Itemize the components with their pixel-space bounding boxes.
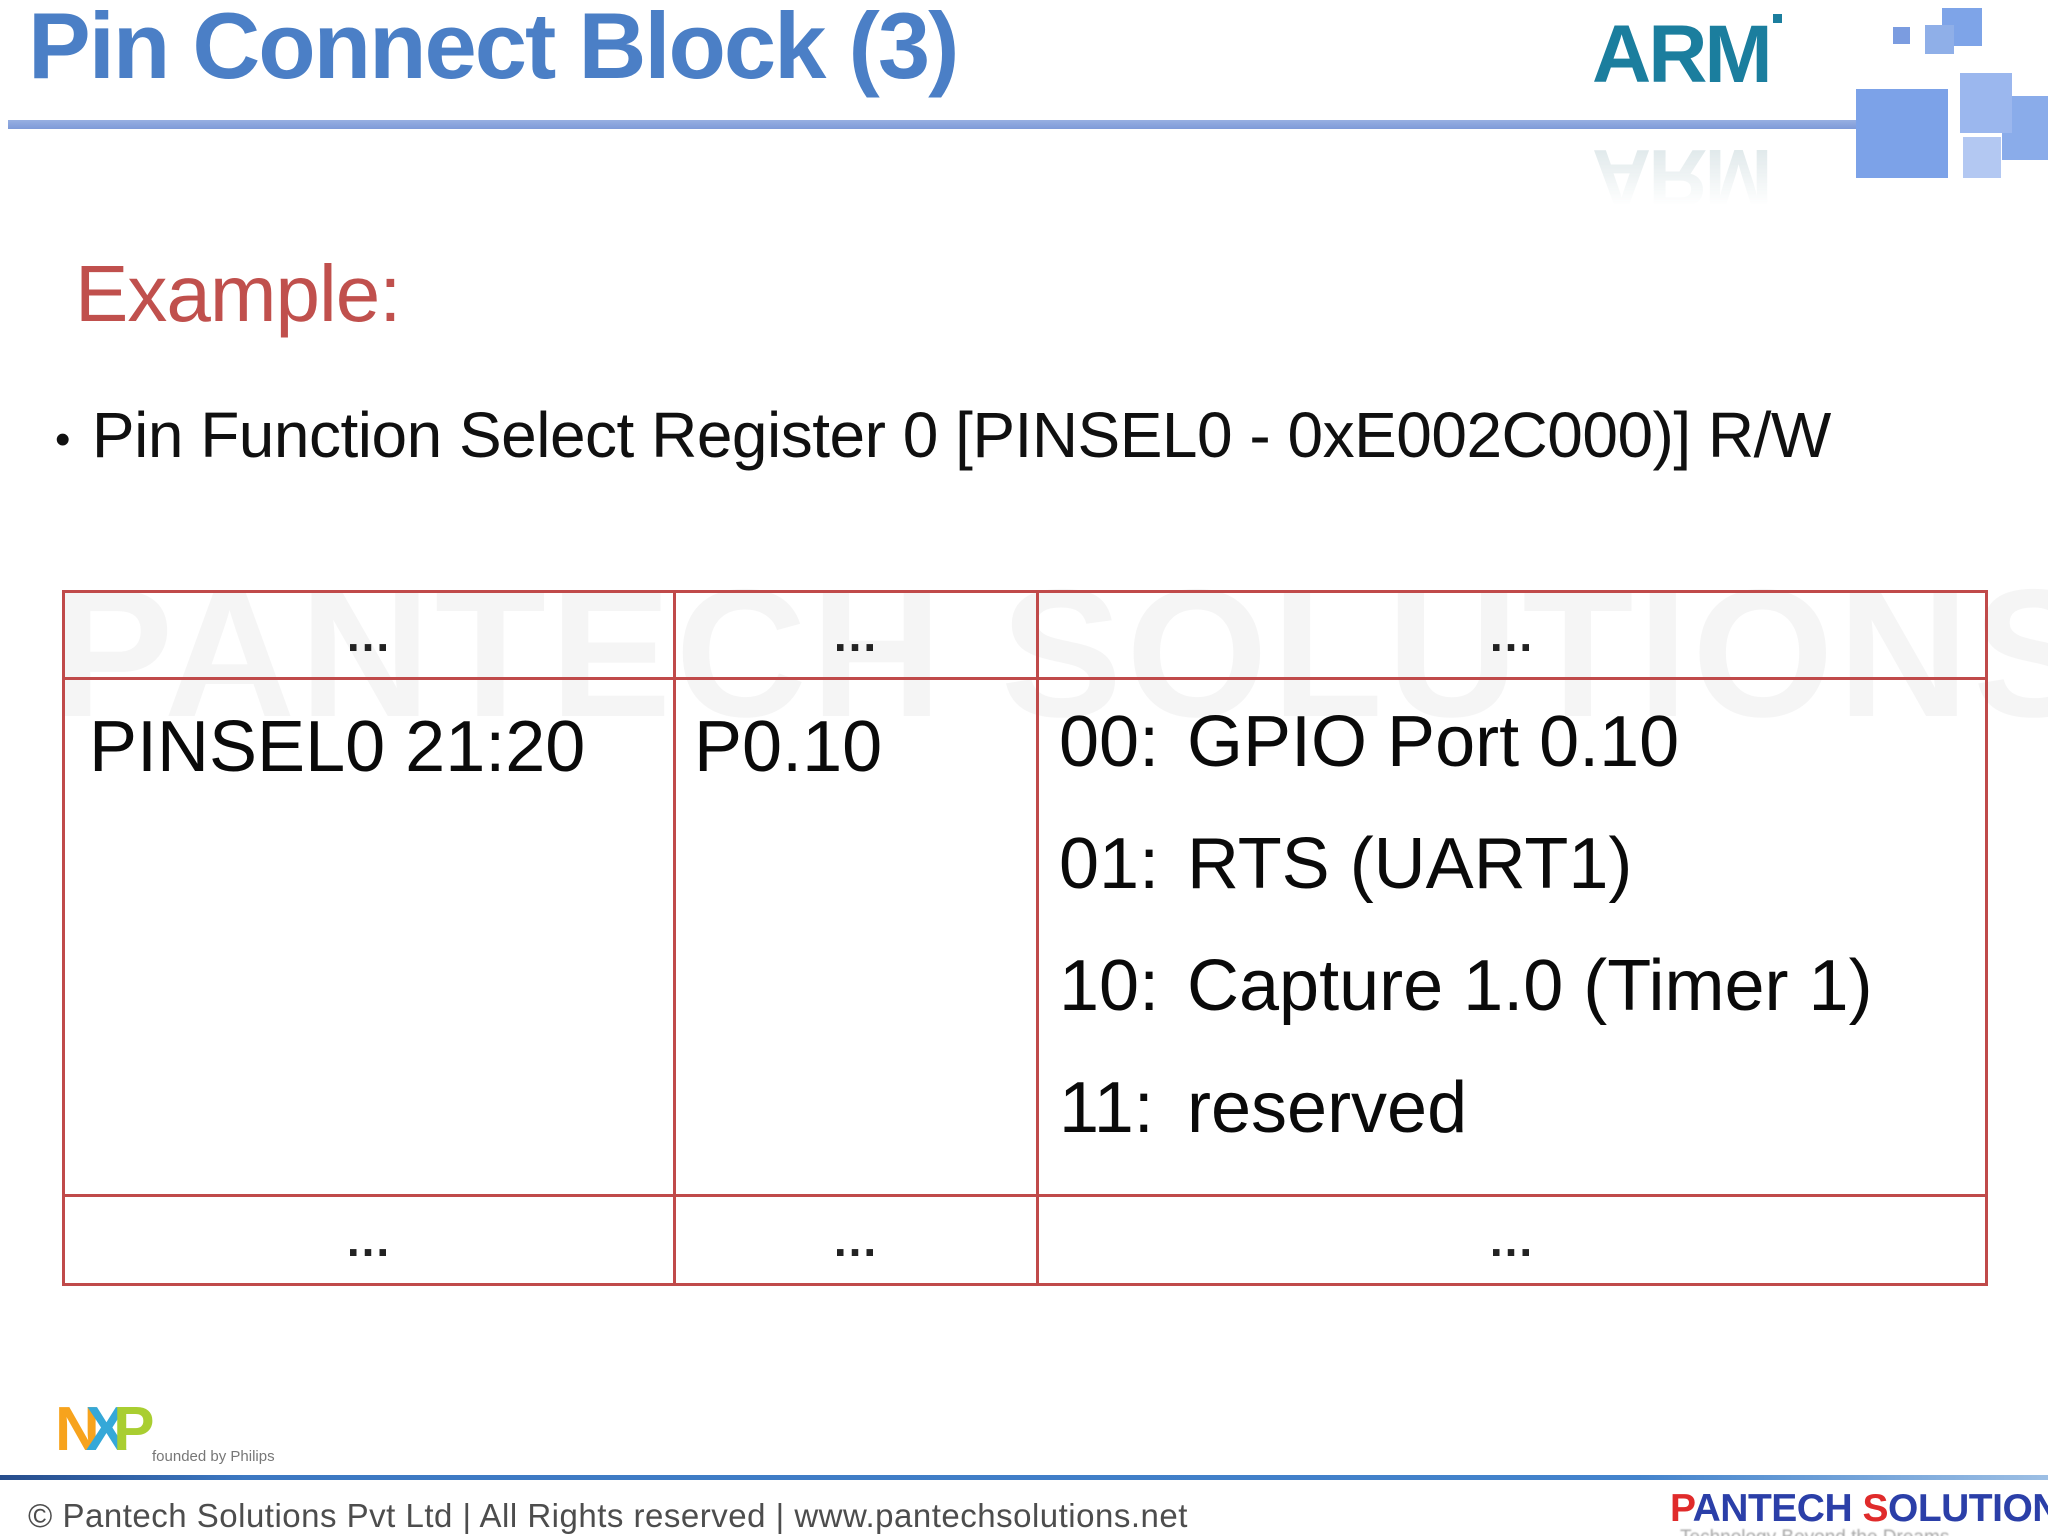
option-list: 00:GPIO Port 0.10 01:RTS (UART1) 10:Capt… bbox=[1039, 680, 1985, 1144]
nxp-letter-p: P bbox=[113, 1395, 155, 1464]
table-cell: ... bbox=[62, 590, 676, 680]
option-code: 10: bbox=[1059, 946, 1160, 1026]
decor-square bbox=[1963, 137, 2001, 178]
decor-square-large bbox=[1856, 89, 1948, 178]
pantech-solutions-logo: PANTECH SOLUTIONSTM bbox=[1670, 1487, 2048, 1531]
decor-square-small bbox=[1893, 27, 1910, 44]
nxp-letter-x: X bbox=[85, 1395, 128, 1464]
table-cell-pin: P0.10 bbox=[673, 677, 1039, 1197]
pin-name: P0.10 bbox=[694, 707, 883, 787]
option-label: reserved bbox=[1187, 1068, 1468, 1148]
table-cell: ... bbox=[62, 1194, 676, 1286]
option-label: Capture 1.0 (Timer 1) bbox=[1187, 946, 1873, 1026]
nxp-tagline: founded by Philips bbox=[152, 1448, 275, 1465]
pantech-word: OLUTIONS bbox=[1887, 1487, 2048, 1530]
pantech-tagline: Technology Beyond the Dreams bbox=[1680, 1527, 1949, 1536]
footer-divider-line bbox=[0, 1475, 2048, 1480]
register-name: PINSEL0 21:20 bbox=[89, 707, 586, 787]
option-line: 10:Capture 1.0 (Timer 1) bbox=[1059, 950, 1985, 1022]
option-line: 00:GPIO Port 0.10 bbox=[1059, 706, 1985, 778]
option-code: 00: bbox=[1059, 702, 1160, 782]
pinsel-register-table: ... ... ... PINSEL0 21:20 P0.10 00:GPIO … bbox=[62, 590, 1988, 1286]
decor-square bbox=[1960, 73, 2012, 133]
table-cell: ... bbox=[1036, 1194, 1988, 1286]
table-cell-register: PINSEL0 21:20 bbox=[62, 677, 676, 1197]
copyright-text: © Pantech Solutions Pvt Ltd | All Rights… bbox=[28, 1497, 1188, 1534]
table-cell-options: 00:GPIO Port 0.10 01:RTS (UART1) 10:Capt… bbox=[1036, 677, 1988, 1197]
option-label: GPIO Port 0.10 bbox=[1187, 702, 1680, 782]
arm-logo: ARM bbox=[1592, 8, 1782, 102]
bullet-text: Pin Function Select Register 0 [PINSEL0 … bbox=[91, 399, 1831, 471]
table-row-ellipsis-bottom: ... ... ... bbox=[62, 1194, 1988, 1286]
table-cell: ... bbox=[673, 590, 1039, 680]
arm-logo-reflection: ARM bbox=[1592, 132, 1770, 223]
example-heading: Example: bbox=[75, 249, 401, 338]
option-code: 01: bbox=[1059, 824, 1160, 904]
pantech-word: ANTECH bbox=[1692, 1487, 1853, 1530]
option-line: 01:RTS (UART1) bbox=[1059, 828, 1985, 900]
bullet-line: • Pin Function Select Register 0 [PINSEL0… bbox=[55, 398, 1831, 472]
table-cell: ... bbox=[1036, 590, 1988, 680]
table-row-ellipsis-top: ... ... ... bbox=[62, 590, 1988, 680]
nxp-letter-n: N bbox=[55, 1395, 100, 1464]
title-underline bbox=[8, 120, 1856, 129]
option-label: RTS (UART1) bbox=[1187, 824, 1633, 904]
table-row-pinsel0: PINSEL0 21:20 P0.10 00:GPIO Port 0.10 01… bbox=[62, 677, 1988, 1197]
table-cell: ... bbox=[673, 1194, 1039, 1286]
page-title: Pin Connect Block (3) bbox=[28, 0, 959, 98]
bullet-marker-icon: • bbox=[55, 415, 70, 465]
nxp-logo: NXP bbox=[55, 1394, 155, 1465]
pantech-letter: S bbox=[1862, 1487, 1888, 1530]
arm-registered-dot-icon bbox=[1772, 14, 1782, 23]
pantech-letter: P bbox=[1670, 1487, 1693, 1530]
option-line: 11:reserved bbox=[1059, 1072, 1985, 1144]
decor-square bbox=[1925, 25, 1954, 54]
arm-logo-text: ARM bbox=[1592, 9, 1773, 100]
option-code: 11: bbox=[1059, 1068, 1154, 1148]
